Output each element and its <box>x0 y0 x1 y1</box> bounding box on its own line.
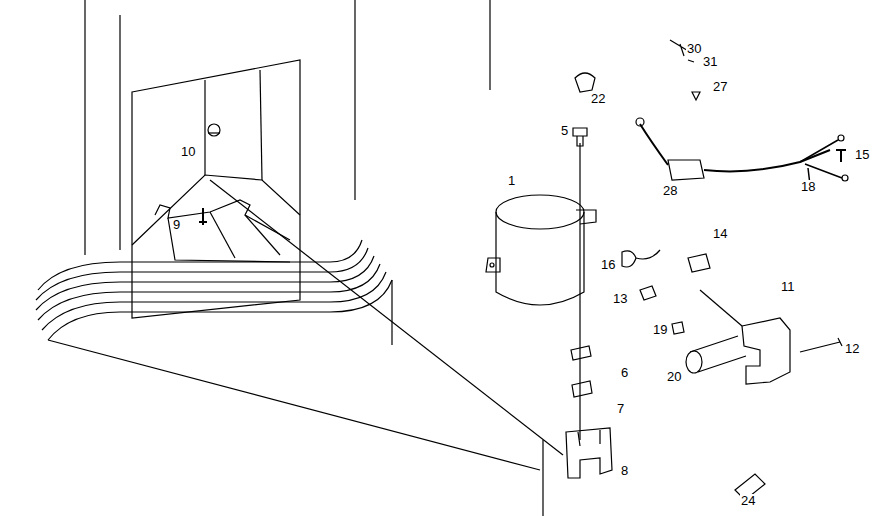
leader-line <box>210 180 563 455</box>
bracket <box>742 318 790 384</box>
overload <box>622 250 660 267</box>
callout-number: 20 <box>666 370 682 384</box>
callout-number: 19 <box>652 323 668 337</box>
grommet <box>572 381 592 397</box>
callout-number: 24 <box>740 494 756 508</box>
grommet <box>571 346 591 360</box>
relay <box>688 254 710 272</box>
callout-number: 31 <box>702 55 718 69</box>
tube <box>690 336 746 372</box>
bolt <box>573 128 587 146</box>
wire-harness <box>636 118 848 185</box>
tube <box>700 290 742 326</box>
callout-number: 13 <box>612 292 628 306</box>
callout-number: 12 <box>844 342 860 356</box>
callout-number: 10 <box>180 145 196 159</box>
callout-number: 8 <box>620 464 629 478</box>
callout-number: 7 <box>616 402 625 416</box>
callout-number: 11 <box>780 280 796 294</box>
compressor <box>486 195 596 305</box>
callout-number: 14 <box>712 227 728 241</box>
clip <box>672 322 684 334</box>
screw <box>692 92 700 100</box>
callout-number: 18 <box>800 180 816 194</box>
callout-number: 16 <box>600 258 616 272</box>
callout-number: 5 <box>560 124 569 138</box>
callout-number: 1 <box>507 174 516 188</box>
mount-bracket <box>566 428 612 478</box>
callout-number: 15 <box>854 148 870 162</box>
callout-number: 30 <box>686 42 702 56</box>
callout-number: 6 <box>620 366 629 380</box>
freezer-cabinet <box>36 0 543 516</box>
screw <box>800 338 842 352</box>
clip <box>640 286 656 300</box>
callout-number: 22 <box>590 92 606 106</box>
callout-number: 27 <box>712 80 728 94</box>
callout-number: 9 <box>172 218 181 232</box>
callout-number: 28 <box>662 184 678 198</box>
clip <box>575 73 595 92</box>
